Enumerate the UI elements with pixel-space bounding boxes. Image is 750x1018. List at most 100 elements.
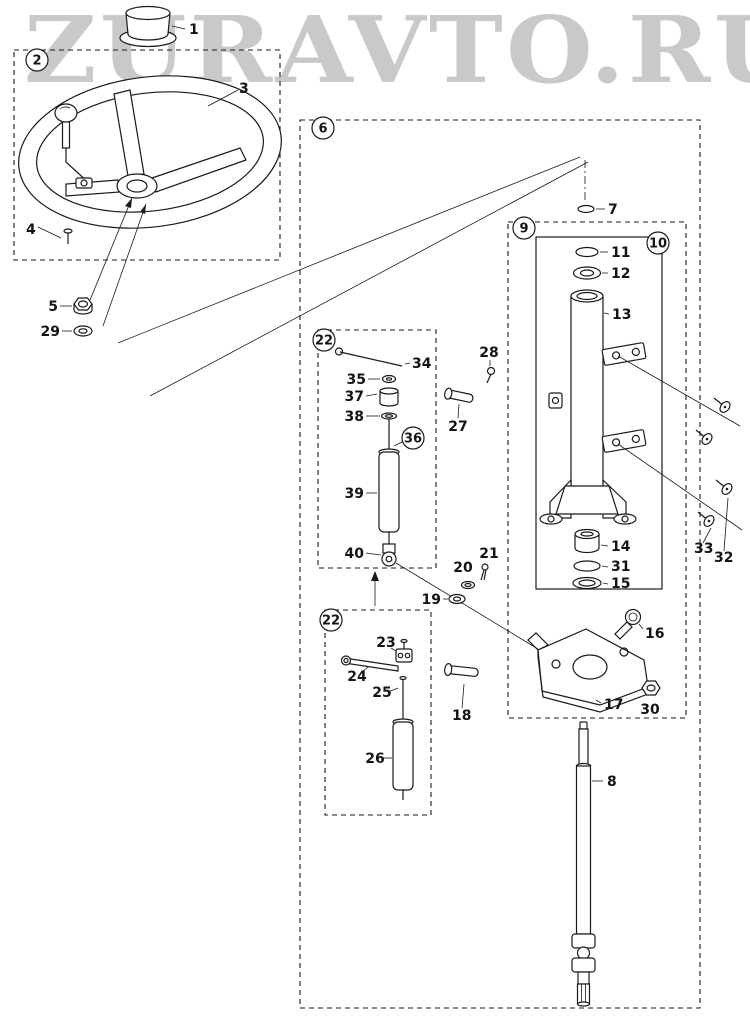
leader-24 — [361, 666, 369, 673]
part-clevis-pin-18: 18 — [444, 662, 479, 724]
screw-guide-line-b — [617, 443, 743, 531]
arm-24-eye — [340, 655, 352, 666]
shaft-bottom — [576, 1001, 591, 1007]
screw-c — [715, 479, 733, 495]
leader-3 — [207, 89, 239, 107]
damper-box-upper: 22 34 35 37 38 36 — [312, 328, 437, 569]
leader-36 — [393, 441, 403, 447]
cotter-21-leg-a — [480, 569, 485, 581]
callout-31-label: 31 — [611, 559, 630, 575]
washer-29-outer — [73, 325, 93, 337]
leader-27 — [457, 403, 460, 419]
hub-leader-b — [102, 203, 147, 327]
part-ring-15: 15 — [572, 576, 630, 592]
lever-bracket-hole — [80, 179, 88, 187]
part-selector-lever: 4 — [26, 103, 93, 244]
callout-22b-circle — [319, 608, 343, 632]
leader-16 — [638, 623, 644, 630]
callout-25-label: 25 — [372, 685, 391, 701]
ujoint-upper-yoke — [571, 933, 596, 949]
arrow-head — [371, 571, 379, 581]
oring-7 — [577, 204, 595, 214]
part-oring-7: 7 — [577, 202, 618, 218]
snapring-11 — [575, 246, 599, 258]
callout-17-label: 17 — [604, 697, 623, 713]
shaft-spline — [576, 983, 591, 1005]
washer-20-bore — [464, 582, 472, 588]
bolt-16-head-detail — [628, 612, 638, 622]
horn-cap-body — [125, 12, 171, 41]
callout-4-label: 4 — [26, 222, 36, 238]
callout-14-label: 14 — [611, 539, 631, 555]
part-pin-27: 27 — [444, 387, 474, 435]
callout-23-label: 23 — [376, 635, 395, 651]
part-bolt-16: 16 — [614, 608, 664, 642]
box-6-outline — [299, 119, 701, 1009]
callout-24-label: 24 — [347, 669, 367, 685]
part-steering-shaft-8: 8 — [571, 721, 617, 1007]
screw-a — [713, 397, 731, 413]
assembly-arrow-up — [371, 571, 379, 606]
leader-23 — [390, 647, 397, 652]
callout-36-label: 36 — [404, 432, 422, 447]
callout-33-label: 33 — [694, 541, 713, 557]
bushing-14-bore — [580, 531, 594, 537]
part-washer-29: 29 — [41, 324, 93, 340]
part-nut-30: 30 — [640, 680, 661, 718]
callout-9-circle — [512, 216, 536, 240]
screw-guide-line-a — [617, 355, 741, 427]
clamp-23-hole-a — [397, 652, 404, 659]
part-steering-wheel: 3 — [18, 75, 282, 229]
ring-15-bore — [578, 579, 596, 587]
callout-15-label: 15 — [611, 576, 630, 592]
box-9-outline — [507, 221, 687, 719]
nut-5-side — [73, 304, 93, 315]
bracket-17-hole-right — [619, 647, 629, 657]
callout-6-label: 6 — [318, 122, 327, 137]
nut-5-hex — [73, 297, 93, 311]
leader-37 — [365, 393, 378, 397]
leader-32 — [723, 497, 729, 552]
callout-37-label: 37 — [345, 389, 364, 405]
bracket-17-center-hole — [572, 654, 608, 680]
callout-16-label: 16 — [645, 626, 664, 642]
assembly-line-damper-bracket — [395, 562, 539, 650]
tube-top-bore — [576, 291, 598, 301]
callout-22a-label: 22 — [315, 334, 333, 349]
callout-12-label: 12 — [611, 266, 630, 282]
box-10-outline — [535, 236, 663, 590]
clip-28-tail — [486, 373, 492, 384]
leader-18 — [461, 683, 465, 709]
ring-15-outer — [572, 576, 602, 590]
bracket-17-hole-left — [551, 659, 561, 669]
callout-21-label: 21 — [479, 546, 498, 562]
callout-35-label: 35 — [347, 372, 366, 388]
hub-arrowhead-a — [125, 198, 132, 208]
arm-24-eye-hole — [343, 657, 349, 664]
washer-38-bore — [384, 414, 394, 418]
callout-9-label: 9 — [519, 222, 528, 237]
lever-knob-highlight — [59, 106, 71, 110]
damper-box-lower: 22 23 24 25 26 — [319, 608, 432, 816]
part-clamp-23 — [395, 648, 413, 663]
rod-34-loop — [334, 347, 344, 356]
callout-22a-circle — [312, 328, 336, 352]
leader-14 — [600, 544, 609, 547]
callout-36-circle — [401, 426, 425, 450]
tube-body — [570, 295, 604, 499]
part-bushing-14: 14 — [574, 528, 631, 555]
leader-31 — [601, 565, 609, 568]
part-column-tube: 13 — [539, 289, 647, 525]
washer-29-bore — [78, 328, 88, 334]
part-hex-nut-5: 5 — [48, 297, 93, 315]
mount-right-foot — [613, 513, 637, 525]
callout-2-circle — [25, 48, 49, 72]
fasteners-32-33: 33 32 — [617, 355, 743, 566]
callout-8-label: 8 — [607, 774, 617, 790]
lever-screw-head — [63, 228, 73, 234]
lever-rod — [61, 119, 71, 149]
part-cotter-21-loop — [481, 563, 489, 571]
callout-32-label: 32 — [714, 550, 733, 566]
bolt-16-head — [624, 608, 642, 626]
